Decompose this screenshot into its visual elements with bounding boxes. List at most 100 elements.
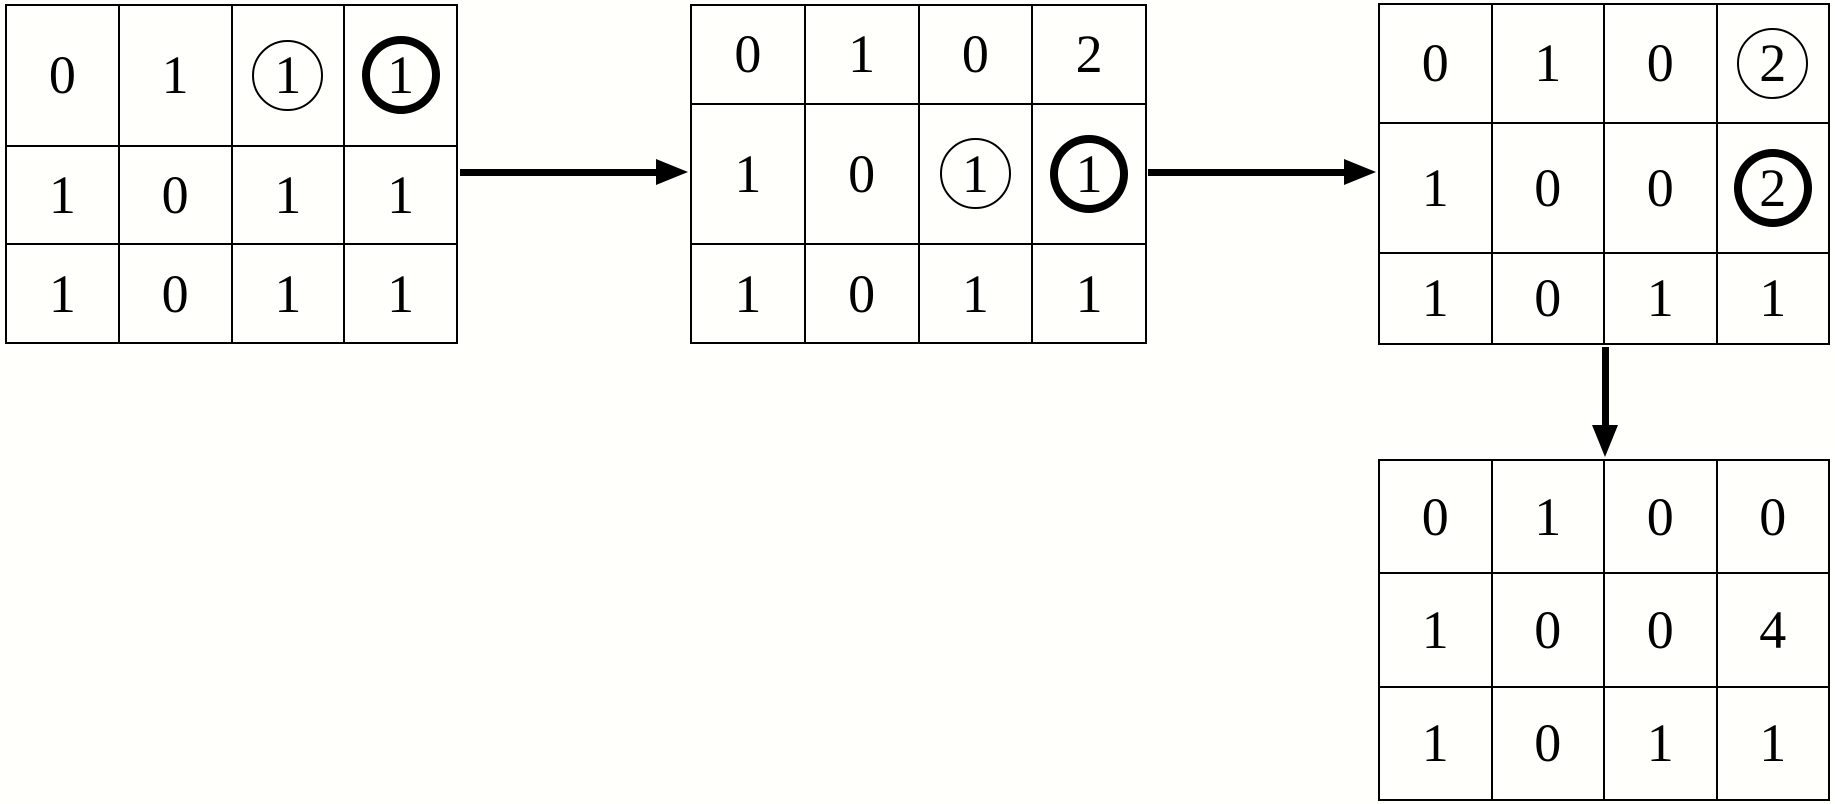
- cell-value: 1: [387, 263, 415, 324]
- matrix-cell: 1: [803, 4, 920, 105]
- matrix-cell: 0: [5, 4, 120, 147]
- cell-value: 0: [48, 45, 76, 106]
- cell-value: 1: [1421, 713, 1449, 774]
- arrow-head-right-icon: [1344, 159, 1376, 185]
- matrix-cell: 2: [1715, 3, 1830, 124]
- cell-value: 0: [848, 263, 876, 324]
- matrix-cell: 1: [1031, 243, 1147, 344]
- thin-circle-annotation: 2: [1737, 27, 1809, 99]
- cell-value: 1: [1534, 33, 1562, 94]
- matrix-row: 1 0 1 1: [690, 243, 1147, 344]
- cell-value: 0: [1646, 486, 1674, 547]
- cell-value: 1: [1534, 486, 1562, 547]
- cell-value: 0: [1534, 713, 1562, 774]
- arrow-grid1-to-grid2: [460, 156, 688, 188]
- cell-value: 4: [1759, 599, 1787, 660]
- matrix-row: 1 0 1 1: [1378, 685, 1830, 802]
- cell-value: 1: [1421, 599, 1449, 660]
- matrix-cell: 1: [1603, 685, 1718, 802]
- cell-value: 1: [734, 263, 762, 324]
- cell-value: 1: [274, 263, 302, 324]
- matrix-cell: 2: [1031, 4, 1147, 105]
- matrix-cell: 1: [230, 4, 346, 147]
- arrow-shaft: [1601, 347, 1609, 425]
- matrix-cell: 0: [1715, 458, 1830, 575]
- matrix-cell: 1: [1378, 121, 1493, 254]
- cell-value: 1: [1075, 263, 1103, 324]
- bold-circle-annotation: 1: [1050, 134, 1129, 213]
- matrix-cell: 1: [117, 4, 233, 147]
- arrow-shaft: [460, 168, 656, 176]
- cell-value: 0: [161, 165, 189, 226]
- cell-value: 0: [1534, 268, 1562, 329]
- cell-value: 2: [1075, 24, 1103, 85]
- matrix-cell: 0: [1490, 251, 1605, 346]
- cell-value: 1: [848, 24, 876, 85]
- matrix-cell: 1: [343, 144, 458, 246]
- cell-value: 1: [387, 165, 415, 226]
- cell-value: 1: [1646, 268, 1674, 329]
- matrix-cell: 0: [1490, 121, 1605, 254]
- cell-value: 0: [1421, 33, 1449, 94]
- matrix-cell: 0: [1378, 3, 1493, 124]
- matrix-cell: 0: [1490, 685, 1605, 802]
- cell-value: 1: [1759, 268, 1787, 329]
- bold-circle-annotation: 1: [361, 36, 440, 115]
- matrix-cell: 1: [1715, 251, 1830, 346]
- matrix-cell: 0: [117, 144, 233, 246]
- matrix-cell: 1: [917, 102, 1034, 246]
- cell-value: 1: [1421, 268, 1449, 329]
- cell-value: 1: [1646, 713, 1674, 774]
- matrix-cell: 1: [1031, 102, 1147, 246]
- cell-value: 0: [1646, 157, 1674, 218]
- matrix-cell: 0: [690, 4, 806, 105]
- cell-value: 1: [48, 165, 76, 226]
- matrix-cell: 2: [1715, 121, 1830, 254]
- cell-value: 0: [961, 24, 989, 85]
- cell-value: 1: [961, 263, 989, 324]
- cell-value: 0: [848, 143, 876, 204]
- matrix-cell: 0: [1603, 121, 1718, 254]
- matrix-cell: 1: [917, 243, 1034, 344]
- matrix-cell: 0: [117, 243, 233, 344]
- cell-value: 0: [1534, 157, 1562, 218]
- cell-value: 0: [1421, 486, 1449, 547]
- cell-value: 0: [734, 24, 762, 85]
- matrix-row: 0 1 0 2: [690, 4, 1147, 105]
- matrix-cell: 1: [1715, 685, 1830, 802]
- matrix-cell: 4: [1715, 572, 1830, 688]
- cell-value: 1: [734, 143, 762, 204]
- matrix-cell: 1: [5, 243, 120, 344]
- matrix-cell: 1: [690, 243, 806, 344]
- matrix-cell: 1: [1378, 251, 1493, 346]
- arrow-grid3-to-grid4: [1589, 347, 1621, 457]
- matrix-cell: 1: [1603, 251, 1718, 346]
- arrow-shaft: [1148, 168, 1344, 176]
- cell-value: 1: [1759, 713, 1787, 774]
- arrow-grid2-to-grid3: [1148, 156, 1376, 188]
- matrix-cell: 1: [343, 243, 458, 344]
- matrix-row: 1 0 1 1: [1378, 251, 1830, 346]
- thin-circle-annotation: 1: [252, 39, 324, 111]
- cell-value: 0: [1534, 599, 1562, 660]
- matrix-cell: 0: [1378, 458, 1493, 575]
- matrix-cell: 1: [5, 144, 120, 246]
- matrix-cell: 1: [1378, 685, 1493, 802]
- matrix-cell: 1: [230, 144, 346, 246]
- cell-value: 1: [1421, 157, 1449, 218]
- matrix-cell: 0: [1603, 572, 1718, 688]
- cell-value: 1: [161, 45, 189, 106]
- matrix-cell: 1: [1378, 572, 1493, 688]
- matrix-cell: 0: [803, 102, 920, 246]
